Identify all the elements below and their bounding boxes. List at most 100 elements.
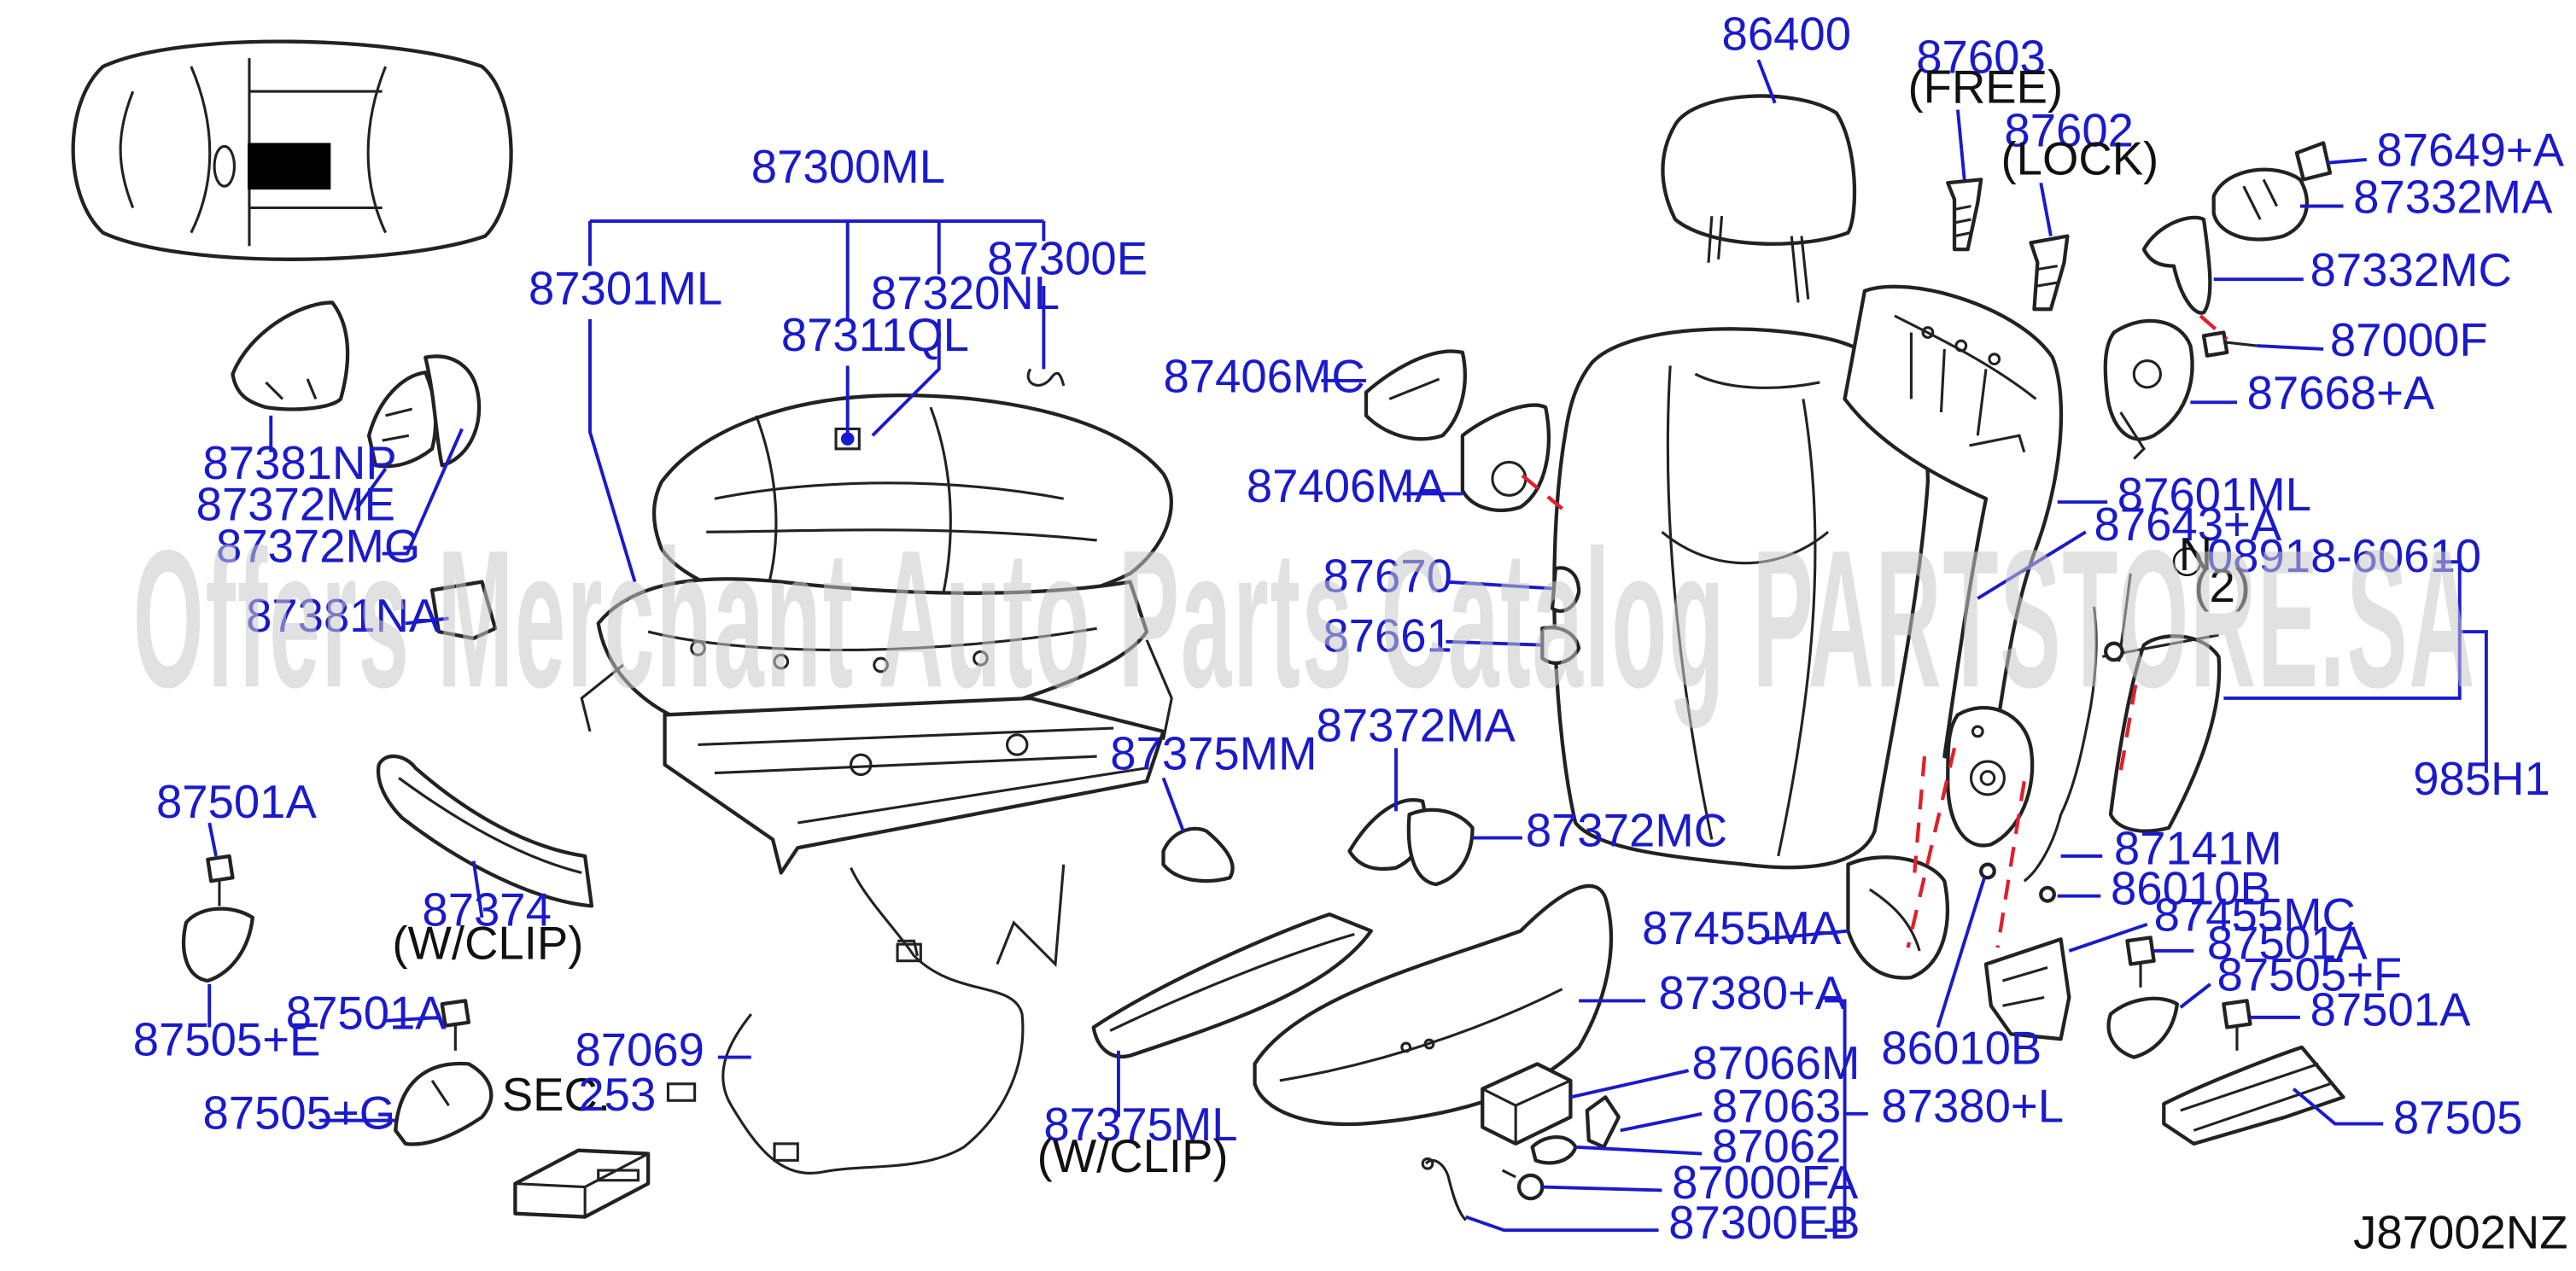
label-87406ma: 87406MA <box>1247 460 1446 512</box>
label-lock: (LOCK) <box>2001 132 2159 184</box>
lever-87668a-drawing <box>2103 318 2194 460</box>
n-mark-letter: N <box>2179 528 2212 580</box>
cap-87649a-drawing <box>2294 141 2333 182</box>
label-87643a: 87643+A <box>2094 498 2282 551</box>
label-87601ml: 87601ML <box>2117 469 2311 521</box>
label-87670: 87670 <box>1323 550 1452 602</box>
module-sec253-drawing <box>513 1148 651 1219</box>
label-87301ml: 87301ML <box>529 262 722 314</box>
label-87000fa: 87000FA <box>1672 1157 1859 1209</box>
cover-87381na-drawing <box>429 580 498 640</box>
label-87332mc: 87332MC <box>2310 244 2512 296</box>
label-87505e: 87505+E <box>133 1014 321 1066</box>
label-87372mg: 87372MG <box>216 520 420 572</box>
screw-87000f-drawing <box>2201 330 2258 358</box>
label-87603: 87603 <box>1916 32 2046 84</box>
label-87372me: 87372ME <box>196 479 395 531</box>
label-87501a-r1: 87501A <box>2207 918 2369 970</box>
label-87062: 87062 <box>1712 1120 1842 1172</box>
label-87505g: 87505+G <box>202 1087 395 1139</box>
pad-87661-drawing <box>1540 626 1581 665</box>
label-wclip-1: (W/CLIP) <box>392 918 583 970</box>
part-labels: 86400 87603 (FREE) 87602 (LOCK) 87649+A … <box>133 8 2565 1248</box>
lumbar-wire-drawing <box>2023 606 2098 883</box>
assembly-dashed-lines <box>1521 314 2228 948</box>
label-86400: 86400 <box>1722 8 1852 60</box>
label-87069: 87069 <box>575 1023 704 1076</box>
label-87381na: 87381NA <box>246 590 441 642</box>
label-87374: 87374 <box>422 884 552 936</box>
pad-87670-drawing <box>1550 566 1581 613</box>
label-87505f: 87505+F <box>2217 949 2403 1001</box>
cover-87372mg-drawing <box>423 354 482 468</box>
bolt-87501a-right-1-drawing <box>2125 936 2156 988</box>
label-87406mc: 87406MC <box>1164 351 1365 403</box>
label-free: (FREE) <box>1908 61 2064 114</box>
finisher-87505-drawing <box>2162 1045 2345 1146</box>
label-87375mm: 87375MM <box>1110 728 1317 780</box>
grommet-86010b-a-icon <box>2039 885 2056 903</box>
seat-cushion-drawing <box>651 393 1173 621</box>
label-87066m: 87066M <box>1691 1037 1860 1089</box>
bolt-87501a-left-2-drawing <box>440 999 471 1051</box>
label-87602: 87602 <box>2004 104 2134 156</box>
label-87372mc: 87372MC <box>1526 804 1727 856</box>
recliner-mechanism-drawing <box>1946 706 2035 848</box>
label-87063: 87063 <box>1712 1081 1842 1133</box>
label-87372ma: 87372MA <box>1317 700 1516 752</box>
spring-clip-87300e-drawing <box>1026 368 1066 387</box>
label-87320nl: 87320NL <box>871 267 1060 319</box>
knob-87332ma-drawing <box>2211 167 2309 242</box>
finisher-87375ml-drawing <box>1091 912 1373 1058</box>
n-mark-icon <box>2172 547 2202 577</box>
label-87311ql: 87311QL <box>781 309 969 361</box>
label-87501a-l1: 87501A <box>156 776 318 828</box>
label-87501a-r2: 87501A <box>2310 984 2472 1036</box>
strap-87300eb-drawing <box>1421 1157 1467 1221</box>
label-87300eb: 87300EB <box>1668 1197 1860 1249</box>
headrest-guide-free-drawing <box>1946 178 1983 252</box>
knob-87063-drawing <box>1585 1095 1621 1149</box>
inner-cover-87455ma-drawing <box>1846 855 1949 980</box>
cover-87372mc-drawing <box>1406 807 1475 887</box>
bracket-87406mc-drawing <box>1364 349 1467 441</box>
label-87381np: 87381NP <box>202 437 396 489</box>
cover-87505f-drawing <box>2106 996 2179 1059</box>
bolt-87501a-left-1-drawing <box>206 854 235 907</box>
watermark-text: Offers Merchant Auto Parts Catalog PARTS… <box>133 509 2476 728</box>
leader-lines <box>207 59 2488 1233</box>
label-qty-2: (2) <box>2193 560 2251 612</box>
label-87300ml: 87300ML <box>751 141 945 193</box>
label-wclip-2: (W/CLIP) <box>1037 1130 1229 1182</box>
label-87661: 87661 <box>1323 609 1452 662</box>
headrest-drawing <box>1661 94 1857 303</box>
label-985h1: 985H1 <box>2413 753 2550 805</box>
seat-rails-drawing <box>663 696 1165 875</box>
label-87000f: 87000F <box>2330 314 2488 366</box>
label-87380l: 87380+L <box>1881 1081 2064 1133</box>
label-87455ma: 87455MA <box>1642 902 1842 954</box>
diagram-code: J87002NZ <box>2353 1207 2567 1259</box>
label-87649a: 87649+A <box>2376 125 2564 177</box>
harness-87069-drawing <box>666 864 1066 1175</box>
label-87501a-l2: 87501A <box>286 987 447 1039</box>
label-87668a: 87668+A <box>2247 367 2435 419</box>
cover-87505g-drawing <box>394 1061 494 1146</box>
headrest-guide-lock-drawing <box>2029 234 2070 312</box>
label-86010b-a: 86010B <box>2111 862 2271 914</box>
label-86010b-b: 86010B <box>1881 1022 2042 1074</box>
side-finisher-87380-drawing <box>1253 883 1614 1127</box>
label-87300e: 87300E <box>987 232 1148 284</box>
car-locator-icon <box>71 39 513 261</box>
finisher-87375mm-drawing <box>1161 826 1235 883</box>
label-87141m: 87141M <box>2114 823 2282 875</box>
label-87332ma: 87332MA <box>2353 171 2553 223</box>
knob-87062-drawing <box>1530 1135 1578 1165</box>
label-08918-60610: 08918-60610 <box>2207 530 2481 582</box>
label-87380a: 87380+A <box>1659 967 1847 1019</box>
cover-87406ma-drawing <box>1460 403 1551 512</box>
grommet-upper-icon <box>2104 641 2124 662</box>
label-87455mc: 87455MC <box>2154 889 2356 942</box>
